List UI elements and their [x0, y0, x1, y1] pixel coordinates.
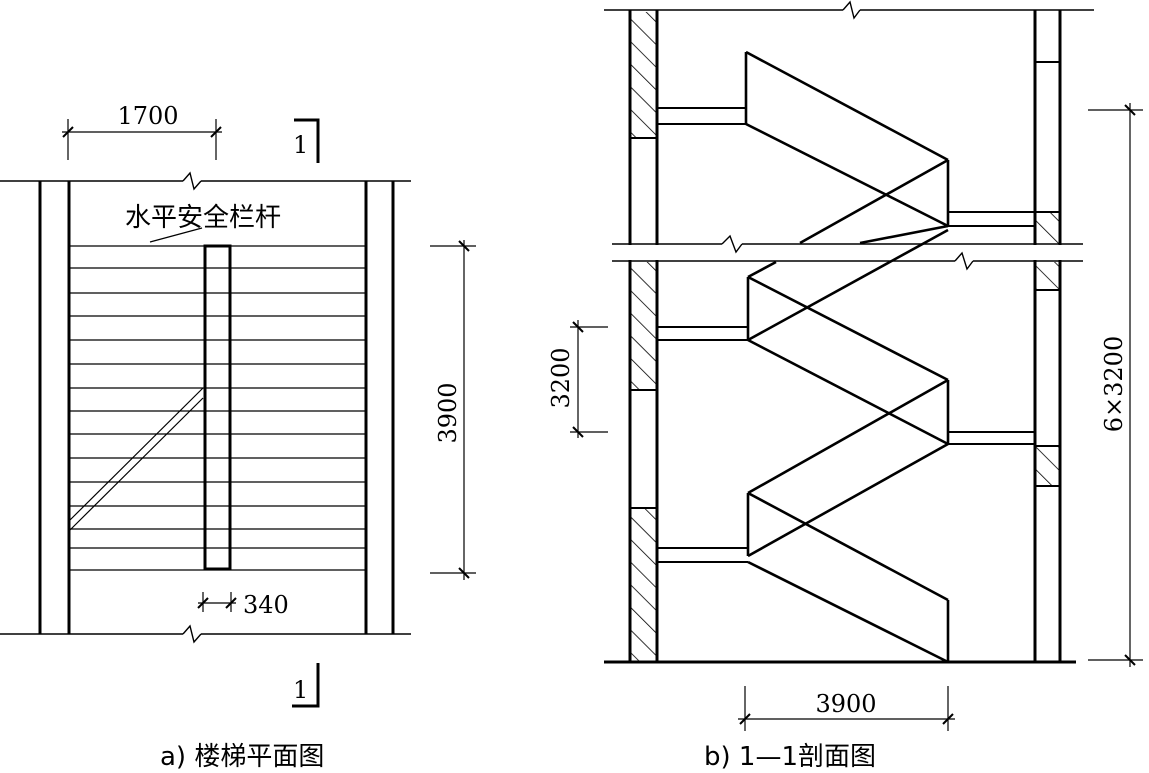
plan-walls	[0, 171, 411, 644]
upper-flights	[658, 50, 1035, 245]
section-dim-left-label: 3200	[547, 347, 575, 408]
handrail-label: 水平安全栏杆	[125, 203, 281, 233]
handrail-leader	[149, 227, 203, 243]
section-break-band	[600, 234, 1090, 271]
svg-text:1: 1	[293, 676, 308, 704]
plan-caption: a) 楼梯平面图	[160, 742, 324, 772]
plan-dim-top: 1700	[62, 102, 222, 160]
section-left-wall	[628, 10, 659, 662]
stair-section: 3200 6×3200 3900 b) 1—1剖面图	[547, 0, 1143, 772]
section-dim-right: 6×3200	[1088, 103, 1143, 667]
plan-treads	[69, 245, 366, 571]
section-right-wall	[1033, 10, 1062, 662]
section-mark-bottom: 1	[292, 663, 320, 708]
plan-break-line	[68, 387, 204, 532]
section-caption: b) 1—1剖面图	[704, 742, 876, 772]
svg-text:1: 1	[293, 131, 308, 159]
section-dim-bottom-label: 3900	[815, 690, 876, 718]
section-dim-right-label: 6×3200	[1100, 336, 1128, 432]
lower-flights	[658, 228, 1035, 664]
plan-dim-bottom-label: 340	[243, 591, 289, 619]
section-dim-bottom: 3900	[738, 686, 955, 731]
plan-dim-bottom: 340	[197, 591, 289, 619]
section-dim-left: 3200	[547, 320, 608, 438]
plan-dim-top-label: 1700	[117, 102, 178, 130]
stair-plan: 水平安全栏杆 1700 3900 340	[0, 102, 476, 772]
plan-stair-well	[203, 244, 232, 571]
plan-dim-right: 3900	[430, 240, 476, 580]
section-mark-top: 1	[293, 118, 320, 163]
plan-dim-right-label: 3900	[434, 382, 462, 443]
